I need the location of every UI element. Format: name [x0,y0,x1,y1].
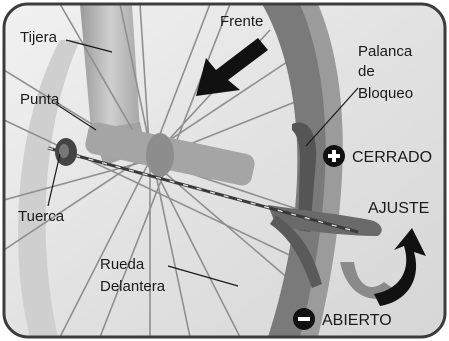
leader-lines [47,39,359,287]
lever-cam [270,215,322,288]
plus-circle-icon [323,145,345,167]
label-tuerca: Tuerca [18,208,65,225]
label-rueda-2: Delantera [100,278,166,295]
label-punta: Punta [20,91,60,108]
label-rueda-1: Rueda [100,256,145,273]
label-palanca-2: de [358,63,375,80]
label-frente: Frente [220,13,263,30]
nut-center [59,144,69,158]
leader-palanca [305,87,359,147]
label-ajuste: AJUSTE [368,200,429,217]
curved-arrow-icon [374,228,426,306]
arrow-down-left-icon [196,38,268,96]
label-palanca-3: Bloqueo [358,85,413,102]
lever-arm [292,122,317,232]
front-tire-tread [300,4,343,337]
minus-circle-icon [293,308,315,330]
leader-punta [55,103,97,131]
leader-rueda [167,265,239,287]
label-palanca-1: Palanca [358,43,413,60]
leader-tijera [65,39,113,53]
hub-flange [146,133,174,177]
label-cerrado: CERRADO [352,149,432,166]
leader-tuerca [47,153,61,207]
fork-leg [80,4,140,150]
rear-tire-shadow [18,40,80,337]
skewer-highlight [47,147,359,233]
photo-frame [2,2,447,339]
label-tijera: Tijera [20,29,58,46]
curved-arrow-gray-icon [340,262,398,299]
label-abierto: ABIERTO [322,312,392,329]
lever-handle [268,205,382,236]
